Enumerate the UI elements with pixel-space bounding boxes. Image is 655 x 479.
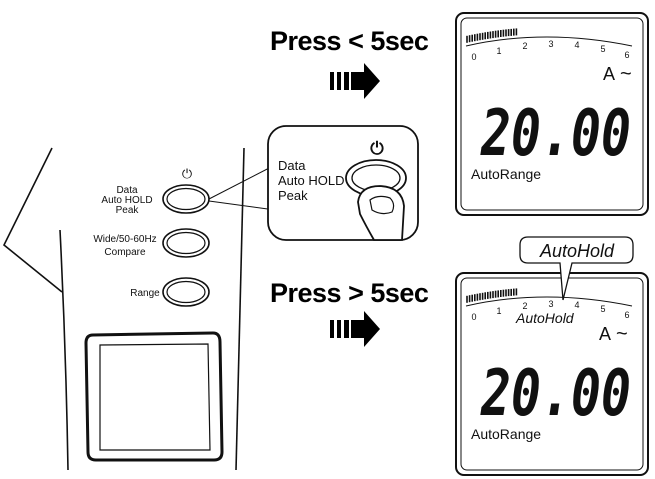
lcd-top-tick-3: 3 bbox=[548, 39, 553, 49]
inset-label-line1: Data bbox=[278, 158, 306, 173]
inset-label-line3: Peak bbox=[278, 188, 308, 203]
autohold-callout-text: AutoHold bbox=[539, 241, 615, 261]
meter-body bbox=[2, 147, 245, 471]
data-button-label-line1: Data bbox=[116, 185, 138, 196]
lcd-bottom-tick-5: 5 bbox=[600, 304, 605, 314]
step2-instruction: Press > 5sec bbox=[270, 278, 429, 308]
step2-arrow-icon bbox=[330, 311, 380, 347]
meter-power-icon: ⏻ bbox=[182, 166, 192, 181]
range-button[interactable] bbox=[162, 277, 210, 307]
data-button-label-line2: Auto HOLD bbox=[101, 195, 152, 206]
lcd-bottom-tick-3: 3 bbox=[548, 299, 553, 309]
range-button-label: Range bbox=[130, 288, 160, 299]
lcd-bottom-tick-4: 4 bbox=[574, 300, 579, 310]
lcd-top-tick-0: 0 bbox=[471, 52, 476, 62]
lcd-top-tick-2: 2 bbox=[522, 41, 527, 51]
bargraph-bottom bbox=[466, 288, 518, 303]
lcd-bottom-ac-icon: ~ bbox=[616, 323, 628, 345]
inset-label-line2: Auto HOLD bbox=[278, 173, 344, 188]
lcd-bottom-tick-1: 1 bbox=[496, 306, 501, 316]
lcd-bottom-reading: 20.00 bbox=[480, 357, 631, 431]
autohold-callout bbox=[519, 236, 634, 301]
lcd-top-ac-icon: ~ bbox=[620, 63, 632, 85]
lcd-top-reading: 20.00 bbox=[480, 97, 631, 171]
lcd-top-tick-4: 4 bbox=[574, 40, 579, 50]
step1-arrow-icon bbox=[330, 63, 380, 99]
wide-button-label-line2: Compare bbox=[104, 247, 146, 258]
lcd-top-tick-1: 1 bbox=[496, 46, 501, 56]
inset-power-icon: ⏻ bbox=[370, 139, 384, 158]
wide-button-label-line1: Wide/50-60Hz bbox=[93, 234, 156, 245]
bargraph-top bbox=[466, 28, 518, 43]
lcd-bottom-mode: AutoRange bbox=[471, 426, 541, 442]
zoom-leader-lines bbox=[208, 164, 276, 211]
lcd-bottom-unit: A bbox=[599, 324, 611, 344]
wide-compare-button[interactable] bbox=[162, 228, 210, 258]
step1-instruction: Press < 5sec bbox=[270, 26, 429, 56]
lcd-top-tick-6: 6 bbox=[624, 50, 629, 60]
lcd-top-tick-5: 5 bbox=[600, 44, 605, 54]
lcd-bottom-tick-6: 6 bbox=[624, 310, 629, 320]
lcd-top-unit: A bbox=[603, 64, 615, 84]
lcd-bottom-tick-2: 2 bbox=[522, 301, 527, 311]
data-button-label-line3: Peak bbox=[116, 205, 140, 216]
lcd-bottom bbox=[455, 272, 649, 476]
lcd-bottom-autohold-indicator: AutoHold bbox=[515, 310, 575, 326]
lcd-top-mode: AutoRange bbox=[471, 166, 541, 182]
lcd-top bbox=[455, 12, 649, 216]
finger-press-illustration bbox=[357, 185, 405, 241]
lcd-bottom-tick-0: 0 bbox=[471, 312, 476, 322]
data-hold-button[interactable] bbox=[162, 184, 210, 214]
